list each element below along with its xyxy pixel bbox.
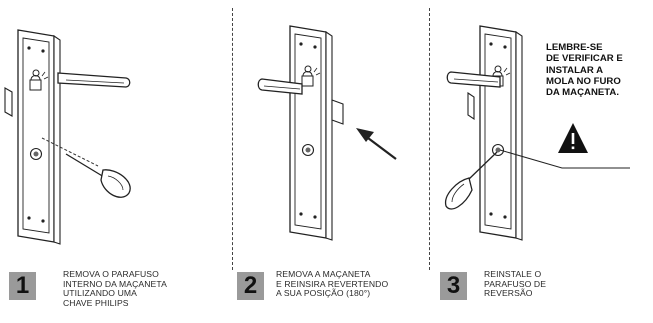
- step-1-number: 1: [9, 272, 36, 300]
- door-plate-2: [257, 25, 344, 241]
- step-3-caption: REINSTALE O PARAFUSO DE REVERSÃO: [484, 269, 547, 299]
- divider-left: [232, 8, 233, 270]
- screwdriver-icon: [65, 153, 131, 198]
- door-plate-3: [446, 25, 630, 241]
- step-1-caption: REMOVA O PARAFUSO INTERNO DA MAÇANETA UT…: [63, 269, 167, 308]
- warning-triangle-icon: [558, 123, 588, 153]
- divider-right: [429, 8, 430, 270]
- insert-arrow-icon: [356, 128, 397, 160]
- screwdriver-icon: [444, 151, 498, 210]
- step-3-number: 3: [440, 272, 467, 300]
- reminder-note: LEMBRE-SE DE VERIFICAR E INSTALAR A MOLA…: [546, 42, 623, 99]
- step-2-caption: REMOVA A MAÇANETA E REINSIRA REVERTENDO …: [276, 269, 389, 299]
- step-2-number: 2: [237, 272, 264, 300]
- door-plate-1: [4, 29, 131, 245]
